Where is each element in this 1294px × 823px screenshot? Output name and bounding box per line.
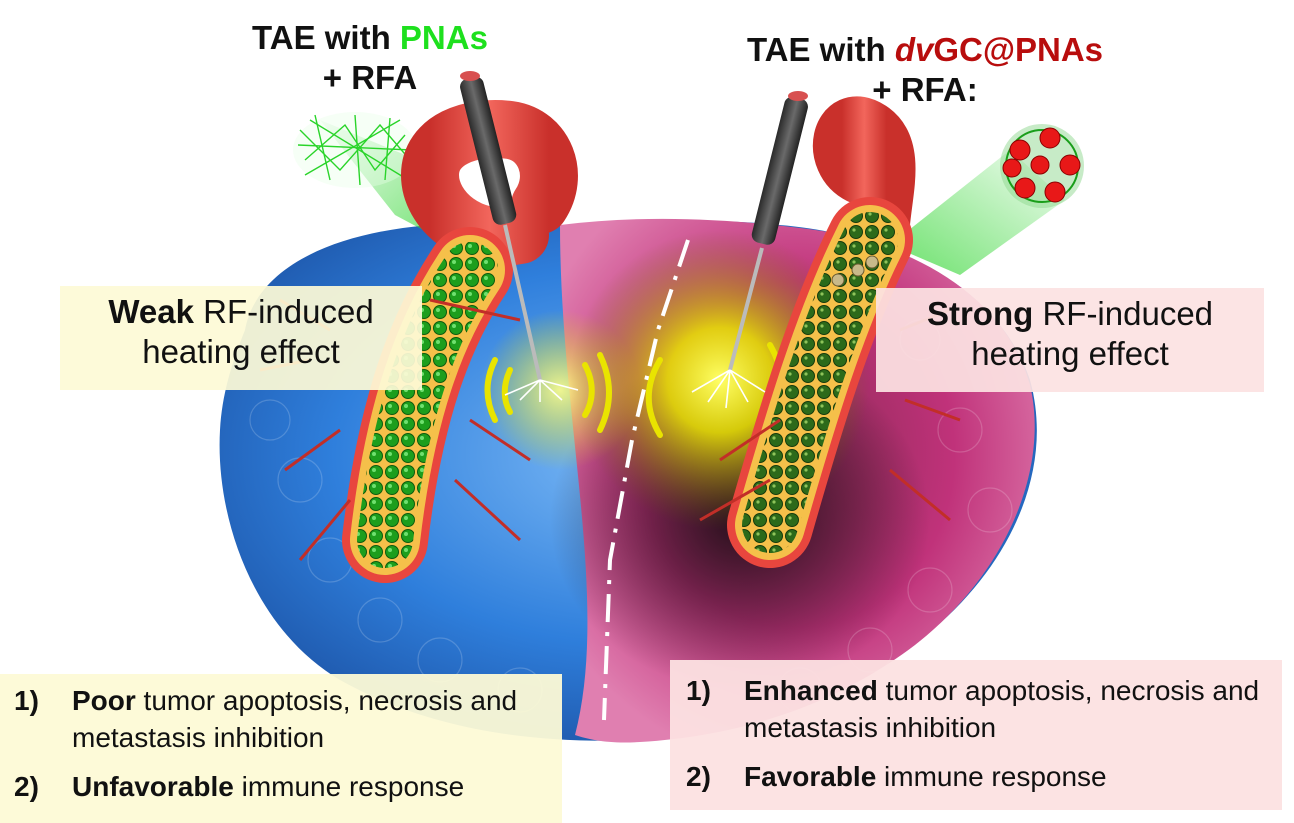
left-outcomes-list: 1) Poor tumor apoptosis, necrosis and me… [0, 674, 562, 823]
right-title-accent-wrap: dvGC@PNAs [895, 31, 1103, 68]
list-item-rest: immune response [876, 761, 1107, 792]
divider-line [602, 239, 690, 721]
list-item-bold: Poor [72, 685, 136, 716]
weak-heating-box: Weak RF-induced heating effect [60, 286, 422, 390]
list-item-text: Enhanced tumor apoptosis, necrosis and m… [744, 672, 1282, 746]
left-title-accent: PNAs [399, 19, 488, 56]
right-title-accent-italic: dv [894, 31, 934, 68]
left-title-prefix: TAE with [252, 19, 400, 56]
list-item: 1) Enhanced tumor apoptosis, necrosis an… [686, 672, 1282, 746]
pna-network-icon [293, 112, 417, 188]
dvgc-nanoparticle-icon [1000, 124, 1084, 208]
list-item-bold: Favorable [744, 761, 877, 792]
list-item-number: 1) [686, 675, 711, 706]
left-title-line1: TAE with PNAs [200, 18, 540, 58]
right-title-accent: GC@PNAs [933, 31, 1104, 68]
list-item-rest: tumor apoptosis, necrosis and metastasis… [72, 685, 518, 753]
list-item-text: Favorable immune response [744, 758, 1282, 795]
weak-heating-rest: RF-induced [193, 293, 374, 330]
right-title-suffix: + RFA: [872, 71, 978, 108]
left-rfa-electrode [460, 71, 579, 402]
weak-heating-line1: Weak RF-induced [60, 292, 422, 332]
right-rfa-electrode [691, 91, 808, 409]
list-item-rest: immune response [233, 771, 465, 802]
list-item-number: 1) [14, 685, 39, 716]
list-item-text: Poor tumor apoptosis, necrosis and metas… [72, 682, 562, 756]
list-item-number: 2) [686, 761, 711, 792]
strong-heating-rest: RF-induced [1033, 295, 1214, 332]
right-title: TAE with dvGC@PNAs + RFA: [690, 30, 1160, 110]
weak-heating-line2: heating effect [142, 333, 340, 370]
list-item-rest: tumor apoptosis, necrosis and metastasis… [744, 675, 1260, 743]
strong-heating-bold: Strong [926, 295, 1034, 332]
weak-heating-bold: Weak [108, 293, 194, 330]
right-title-prefix: TAE with [746, 31, 895, 68]
right-blood-vessel [699, 96, 961, 568]
list-item-bold: Unfavorable [72, 771, 234, 802]
list-item: 1) Poor tumor apoptosis, necrosis and me… [14, 682, 562, 756]
left-title-suffix: + RFA [322, 59, 418, 96]
list-item-number: 2) [14, 771, 39, 802]
list-item-text: Unfavorable immune response [72, 768, 562, 805]
strong-heating-box: Strong RF-induced heating effect [876, 288, 1264, 392]
strong-heating-line2: heating effect [971, 335, 1169, 372]
left-title: TAE with PNAs + RFA [200, 18, 540, 98]
list-item: 2) Unfavorable immune response [14, 768, 562, 805]
right-outcomes-list: 1) Enhanced tumor apoptosis, necrosis an… [670, 660, 1282, 810]
list-item-bold: Enhanced [744, 675, 878, 706]
right-title-line1: TAE with dvGC@PNAs [690, 30, 1160, 70]
strong-heating-line1: Strong RF-induced [876, 294, 1264, 334]
list-item: 2) Favorable immune response [686, 758, 1282, 795]
